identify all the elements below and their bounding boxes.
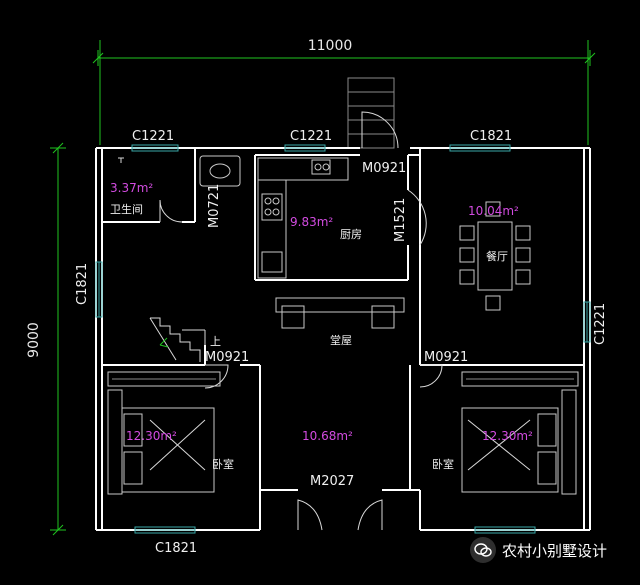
door-label-main: M2027 (310, 474, 354, 489)
bathroom-name: 卫生间 (110, 202, 143, 216)
watermark-text: 农村小别墅设计 (502, 541, 608, 560)
windows (95, 144, 591, 534)
door-label-bath: M0721 (207, 184, 222, 228)
dining-area: 10.04m² (468, 204, 519, 218)
hall-area: 10.68m² (302, 429, 353, 443)
window-label-west: C1821 (75, 263, 90, 305)
dimension-lines (50, 40, 596, 536)
width-dimension: 11000 (308, 38, 353, 54)
rear-porch (347, 77, 395, 149)
bathroom-fixtures (118, 155, 241, 187)
bedroom-left-furniture (107, 371, 221, 495)
bedroom-left-name: 卧室 (212, 457, 234, 471)
bedroom-right-name: 卧室 (432, 457, 454, 471)
bedroom-left-area: 12.30m² (126, 429, 177, 443)
stair-up-label: 上 (210, 335, 221, 348)
window-label-bath: C1221 (132, 129, 174, 144)
window-label-east: C1221 (593, 303, 608, 345)
kitchen-fixtures (257, 157, 349, 279)
door-label-kitchen: M0921 (362, 161, 406, 176)
door-label-bed-right: M0921 (424, 350, 468, 365)
window-label-bottom: C1821 (155, 541, 197, 556)
wechat-icon (470, 537, 496, 563)
bedroom-right-area: 12.30m² (482, 429, 533, 443)
door-label-dining: M1521 (393, 198, 408, 242)
staircase (149, 317, 206, 362)
doors (159, 111, 443, 531)
kitchen-name: 厨房 (340, 228, 362, 241)
dining-table (459, 201, 531, 311)
dining-name: 餐厅 (486, 249, 508, 263)
bathroom-area: 3.37m² (110, 181, 153, 195)
kitchen-area: 9.83m² (290, 215, 333, 229)
watermark: 农村小别墅设计 (470, 537, 607, 563)
door-label-bed-left: M0921 (205, 350, 249, 365)
height-dimension: 9000 (26, 322, 42, 358)
bedroom-right-furniture (461, 371, 579, 495)
hall-name: 堂屋 (330, 334, 352, 347)
window-label-kitchen: C1221 (290, 129, 332, 144)
window-label-dining: C1821 (470, 129, 512, 144)
interior-walls (102, 148, 584, 490)
hall-furniture (275, 297, 405, 329)
